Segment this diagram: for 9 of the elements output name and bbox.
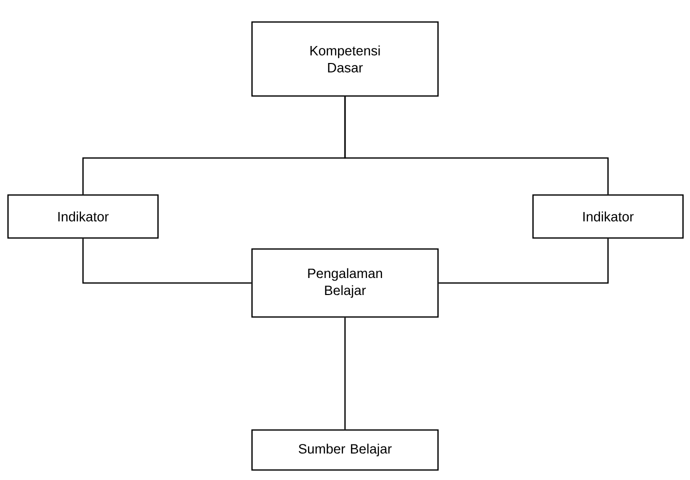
connector-line — [438, 238, 609, 284]
process-box: Indikator — [532, 194, 684, 239]
process-box: Indikator — [7, 194, 159, 239]
connector-line — [344, 96, 609, 194]
process-box: Pengalaman Belajar — [251, 248, 439, 318]
connector-line — [82, 238, 252, 284]
connector-line — [344, 318, 346, 430]
process-box: Kompetensi Dasar — [251, 21, 439, 97]
process-box: Sumber Belajar — [251, 429, 439, 471]
